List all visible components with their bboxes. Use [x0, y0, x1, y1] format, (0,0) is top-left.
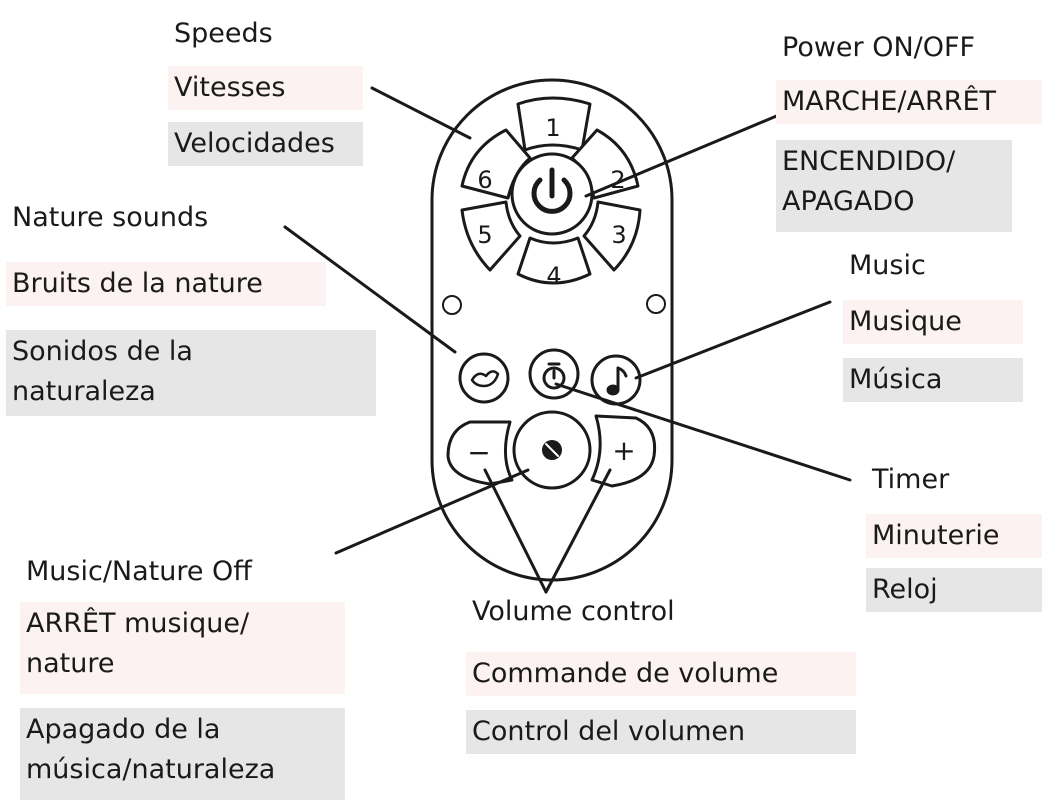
speed-key-5-label: 5: [477, 221, 492, 249]
volume-label-es: Control del volumen: [466, 710, 856, 754]
speeds-label-fr: Vitesses: [168, 66, 363, 110]
speed-key-5[interactable]: [460, 200, 522, 272]
volume-plus-label: +: [612, 434, 635, 467]
timer-label-es: Reloj: [866, 568, 1042, 612]
bird-icon: [470, 370, 500, 388]
music-note-icon: [606, 366, 628, 396]
power-label-es: ENCENDIDO/ APAGADO: [776, 140, 1012, 232]
leader-volume-right: [544, 468, 612, 594]
volume-minus-button[interactable]: [446, 420, 514, 486]
music-label-en: Music: [849, 250, 926, 281]
mute-icon: [542, 440, 562, 460]
volume-plus-button[interactable]: [590, 414, 657, 488]
leader-nature: [283, 225, 457, 354]
leader-music-off: [334, 468, 530, 555]
power-label-en: Power ON/OFF: [782, 32, 976, 63]
speeds-label-es: Velocidades: [168, 122, 363, 166]
speeds-label-en: Speeds: [174, 18, 273, 49]
timer-label-fr: Minuterie: [866, 514, 1042, 558]
music-label-fr: Musique: [843, 300, 1023, 344]
speed-key-1[interactable]: [516, 96, 592, 152]
timer-icon: [542, 362, 566, 390]
speed-key-4-label: 4: [546, 262, 561, 290]
nature-label-en: Nature sounds: [12, 202, 209, 233]
power-icon: [531, 167, 573, 214]
music-label-es: Música: [843, 358, 1023, 402]
speed-key-3[interactable]: [582, 200, 642, 272]
speed-key-4[interactable]: [516, 236, 592, 285]
speed-key-6-label: 6: [477, 166, 492, 194]
power-label-fr: MARCHE/ARRÊT: [776, 80, 1042, 124]
leader-power: [584, 110, 788, 198]
timer-label-en: Timer: [872, 464, 950, 495]
nature-label-fr: Bruits de la nature: [6, 262, 326, 306]
indicator-light-right: [646, 294, 666, 314]
speed-key-1-label: 1: [545, 114, 560, 142]
music-off-label-en: Music/Nature Off: [26, 556, 252, 587]
speed-key-3-label: 3: [611, 221, 626, 249]
leader-music: [634, 300, 832, 380]
leader-volume-left: [483, 468, 548, 594]
leader-timer: [554, 382, 852, 482]
volume-label-fr: Commande de volume: [466, 652, 856, 696]
music-off-label-fr: ARRÊT musique/ nature: [20, 602, 345, 694]
nature-sounds-button[interactable]: [458, 352, 510, 404]
volume-minus-label: −: [467, 436, 490, 469]
music-off-label-es: Apagado de la música/naturaleza: [20, 708, 345, 800]
indicator-light-left: [442, 295, 462, 315]
leader-speeds: [370, 86, 472, 140]
volume-label-en: Volume control: [472, 596, 675, 627]
nature-label-es: Sonidos de la naturaleza: [6, 330, 376, 416]
speed-key-2-label: 2: [610, 166, 625, 194]
